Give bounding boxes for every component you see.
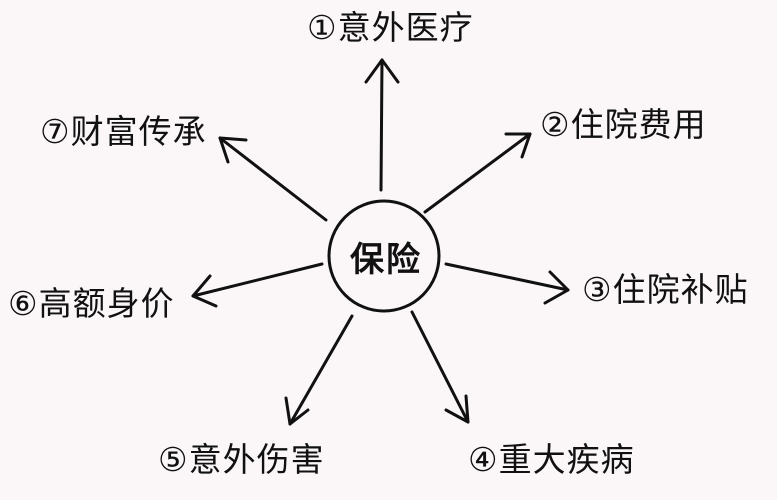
arrow-1 [364,58,400,192]
branch-label-1: ①意外医疗 [307,8,474,47]
branch-label-4: ④重大疾病 [468,440,635,479]
arrow-2 [423,132,532,214]
branch-label-5: ⑤意外伤害 [158,440,325,479]
arrow-5 [284,314,354,426]
branch-label-3: ③住院补贴 [582,270,749,309]
arrow-7 [218,136,328,222]
branch-label-7: ⑦财富传承 [40,112,207,151]
branch-label-6: ⑥高额身价 [8,284,175,323]
arrow-3 [444,262,570,305]
center-label: 保险 [350,239,422,280]
arrow-6 [191,262,324,308]
arrow-4 [410,310,470,424]
branch-label-2: ②住院费用 [540,105,707,144]
center-circle [327,199,441,313]
